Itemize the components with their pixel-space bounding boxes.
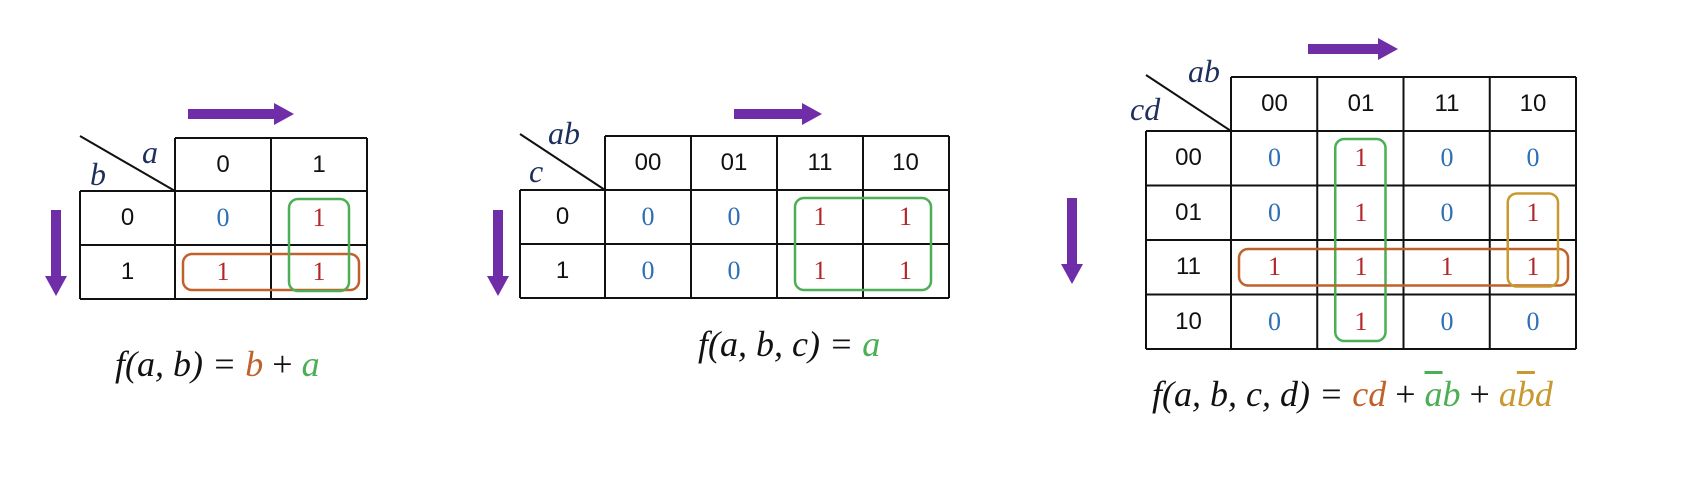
kmap-cell: 0	[1526, 306, 1540, 336]
grouping-loop	[287, 197, 351, 293]
arrow-head	[274, 103, 294, 125]
kmap-cell: 1	[813, 256, 827, 285]
col-header: 11	[1434, 90, 1460, 117]
boolean-expression: f(a, b, c) = a	[698, 326, 880, 362]
kmap-cell: 0	[641, 202, 655, 231]
expression-operator: +	[263, 344, 302, 384]
kmap-cell: 0	[727, 202, 741, 231]
kmap-cell: 1	[312, 257, 326, 286]
term-literal: b	[245, 344, 264, 384]
kmap-cell: 0	[1268, 143, 1281, 172]
term-literal: a	[1424, 374, 1443, 414]
col-variable-label: ab	[1188, 53, 1220, 89]
col-header: 01	[1347, 90, 1375, 117]
expression-lhs: f(a, b, c, d) =	[1152, 374, 1353, 414]
kmap-cell: 1	[1440, 252, 1454, 281]
expression-operator: +	[1386, 374, 1425, 414]
kmap-cell: 1	[216, 257, 230, 286]
kmap-cell: 1	[312, 203, 326, 232]
corner-diagonal	[79, 135, 176, 192]
kmap-cell: 1	[1354, 252, 1368, 281]
kmap-cell: 0	[216, 203, 230, 232]
grouping-loop	[1506, 192, 1560, 288]
term-literal: a	[301, 344, 320, 384]
row-header: 11	[1176, 253, 1201, 280]
kmap-cell: 1	[1526, 252, 1540, 281]
kmap-cell: 1	[1354, 306, 1368, 336]
kmap-2-variable: a b 0 1 0 1 0 1 1 1 f(a, b) = b + a	[40, 100, 420, 400]
row-header: 0	[555, 203, 570, 230]
col-header: 01	[720, 149, 748, 176]
arrow-head	[487, 276, 509, 296]
kmap-cell: 0	[641, 256, 655, 285]
col-header: 00	[634, 149, 662, 176]
row-header: 1	[555, 257, 570, 284]
row-header: 1	[120, 258, 135, 285]
expression-lhs: f(a, b) =	[115, 344, 246, 384]
term-literal: b	[1442, 374, 1461, 414]
boolean-expression: f(a, b) = b + a	[115, 346, 320, 382]
col-header: 10	[1519, 90, 1547, 117]
row-header: 01	[1175, 198, 1202, 226]
expression-operator: +	[1460, 374, 1499, 414]
term-literal: a	[1498, 374, 1517, 414]
col-header: 00	[1261, 90, 1288, 117]
row-header: 0	[120, 204, 135, 231]
expression-term: cd	[1352, 374, 1386, 414]
term-literal: d	[1534, 374, 1553, 414]
expression-lhs: f(a, b, c) =	[698, 324, 863, 364]
kmap-cell: 1	[899, 202, 912, 231]
col-header: 10	[892, 149, 919, 176]
term-literal: b	[1516, 374, 1535, 414]
col-variable-label: a	[142, 134, 158, 170]
row-variable-label: b	[90, 156, 106, 192]
corner-diagonal	[1145, 74, 1232, 132]
boolean-expression: f(a, b, c, d) = cd + ab + abd	[1152, 376, 1553, 412]
arrow-head	[1061, 264, 1083, 284]
kmap-cell: 1	[813, 202, 827, 231]
kmap-cell: 0	[1268, 197, 1281, 227]
arrow-head	[1378, 38, 1398, 60]
expression-term: abd	[1499, 374, 1553, 414]
kmap-cell: 0	[1440, 306, 1454, 336]
term-literal: c	[1352, 374, 1369, 414]
grouping-loop	[181, 252, 361, 292]
grouping-loop	[1334, 137, 1387, 343]
kmap-cell: 0	[1526, 143, 1540, 172]
kmap-cell: 1	[1354, 197, 1368, 227]
kmap-cell: 0	[1268, 306, 1281, 336]
arrow-head	[802, 103, 822, 125]
kmap-cell: 1	[899, 256, 912, 285]
expression-term: ab	[1425, 374, 1461, 414]
row-header: 00	[1175, 144, 1202, 171]
col-variable-label: ab	[548, 115, 580, 151]
kmap-cell: 0	[1440, 143, 1454, 172]
row-header: 10	[1175, 307, 1202, 335]
expression-term: a	[302, 344, 320, 384]
col-header: 1	[312, 150, 326, 178]
arrow-head	[45, 276, 67, 296]
grouping-loop	[1237, 247, 1570, 287]
kmap-cell: 0	[1440, 197, 1454, 227]
kmap-2-grid	[45, 103, 368, 300]
kmap-3-grid	[487, 103, 950, 299]
col-header: 0	[216, 150, 230, 178]
expression-term: b	[245, 344, 263, 384]
term-literal: d	[1368, 374, 1387, 414]
kmap-cell: 1	[1354, 143, 1368, 172]
row-variable-label: cd	[1130, 91, 1161, 127]
corner-diagonal	[519, 133, 606, 191]
term-literal: a	[862, 324, 881, 364]
grouping-loop	[793, 196, 933, 292]
kmap-4-variable: ab cd 00 01 11 10 00 01 11 10 0 1 0 0 0 …	[1061, 30, 1682, 470]
kmap-cell: 0	[727, 256, 741, 285]
kmap-cell: 1	[1526, 197, 1540, 227]
kmap-3-variable: ab c 00 01 11 10 0 1 0 0 1 1 0 0 1 1 f(a…	[480, 100, 980, 400]
expression-term: a	[862, 324, 880, 364]
col-header: 11	[807, 149, 833, 176]
kmap-cell: 1	[1268, 252, 1281, 281]
row-variable-label: c	[529, 153, 544, 189]
kmap-4-grid	[1061, 38, 1577, 350]
